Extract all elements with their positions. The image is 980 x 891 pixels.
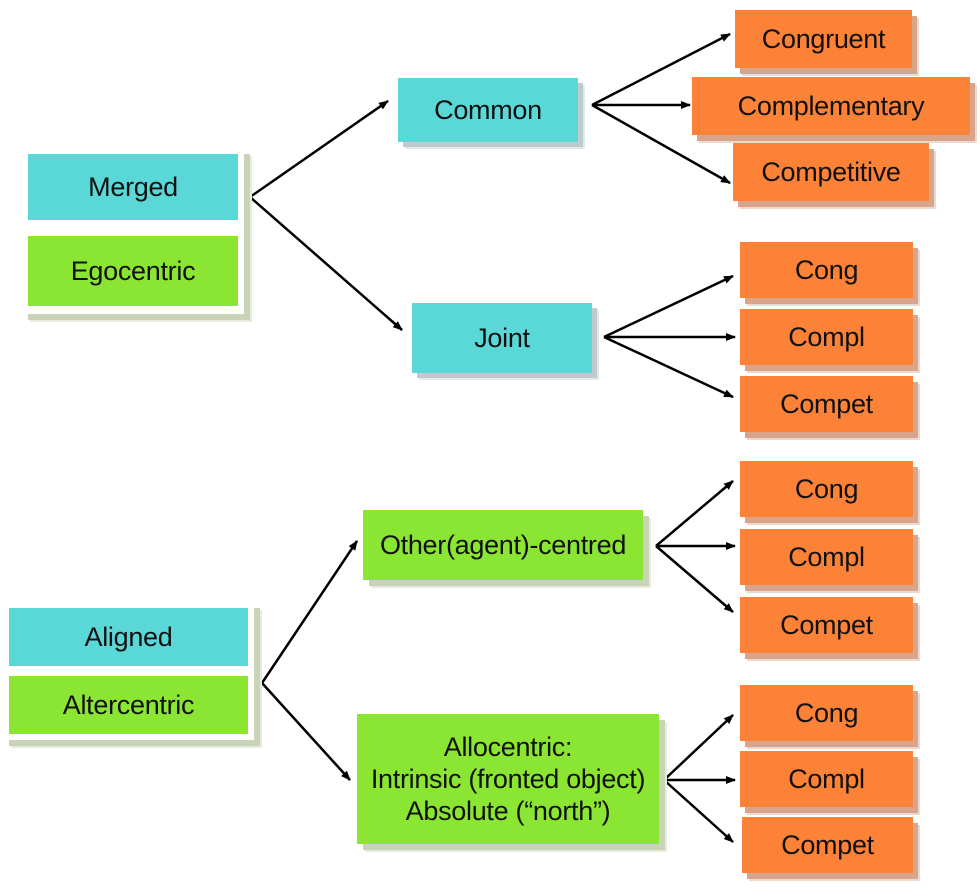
allo-compl-box: Compl <box>740 751 913 807</box>
arrow-allo-to-compet <box>663 779 734 843</box>
egocentric-label: Egocentric <box>70 256 196 286</box>
allo-compl-label: Compl <box>788 764 865 794</box>
competitive-box: Competitive <box>733 143 929 201</box>
other-centred-box: Other(agent)-centred <box>363 510 643 580</box>
arrow-common-to-competitive <box>591 103 731 185</box>
allo-cong-label: Cong <box>794 698 859 728</box>
egocentric-box: Egocentric <box>28 236 238 306</box>
joint-compl-box: Compl <box>740 309 913 365</box>
merged-box: Merged <box>28 154 238 220</box>
joint-cong-label: Cong <box>794 255 859 285</box>
arrow-joint-to-compet <box>603 335 734 399</box>
joint-compl-label: Compl <box>788 322 865 352</box>
joint-cong-box: Cong <box>740 242 913 298</box>
alter-group: Aligned Altercentric <box>3 602 254 740</box>
allo-cong-box: Cong <box>740 685 913 741</box>
common-box: Common <box>398 78 578 142</box>
aligned-label: Aligned <box>84 622 173 652</box>
arrow-ego-to-joint <box>249 196 403 331</box>
other-cong-box: Cong <box>740 461 913 517</box>
allo-compet-label: Compet <box>781 830 874 860</box>
arrow-joint-to-cong <box>603 274 734 339</box>
complementary-label: Complementary <box>737 91 925 121</box>
other-compet-box: Compet <box>740 597 913 653</box>
complementary-box: Complementary <box>692 77 970 135</box>
other-centred-label: Other(agent)-centred <box>379 530 627 560</box>
other-compl-label: Compl <box>788 542 865 572</box>
allocentric-box: Allocentric: Intrinsic (fronted object) … <box>357 714 659 844</box>
arrow-ego-to-common <box>249 99 389 199</box>
allo-compet-box: Compet <box>742 817 913 873</box>
joint-compet-label: Compet <box>780 389 873 419</box>
arrow-other-to-compet <box>655 545 734 613</box>
joint-label: Joint <box>474 323 530 353</box>
allocentric-line3: Absolute (“north”) <box>405 796 611 826</box>
arrow-allo-to-cong <box>663 714 734 781</box>
congruent-label: Congruent <box>761 24 886 54</box>
altercentric-box: Altercentric <box>9 676 248 734</box>
altercentric-label: Altercentric <box>62 690 195 720</box>
ego-group: Merged Egocentric <box>22 148 244 314</box>
arrow-alter-to-other <box>260 540 359 684</box>
merged-label: Merged <box>88 172 178 202</box>
other-cong-label: Cong <box>794 474 859 504</box>
joint-box: Joint <box>412 303 592 373</box>
joint-compet-box: Compet <box>740 376 913 432</box>
allocentric-line1: Allocentric: <box>443 732 573 762</box>
aligned-box: Aligned <box>9 608 248 666</box>
common-label: Common <box>434 95 542 125</box>
arrow-other-to-cong <box>655 480 734 547</box>
congruent-box: Congruent <box>735 10 912 68</box>
arrow-alter-to-allo <box>261 682 351 781</box>
arrow-common-to-congruent <box>591 32 731 107</box>
other-compl-box: Compl <box>740 529 913 585</box>
allocentric-line2: Intrinsic (fronted object) <box>370 764 646 794</box>
competitive-label: Competitive <box>761 157 901 187</box>
other-compet-label: Compet <box>780 610 873 640</box>
